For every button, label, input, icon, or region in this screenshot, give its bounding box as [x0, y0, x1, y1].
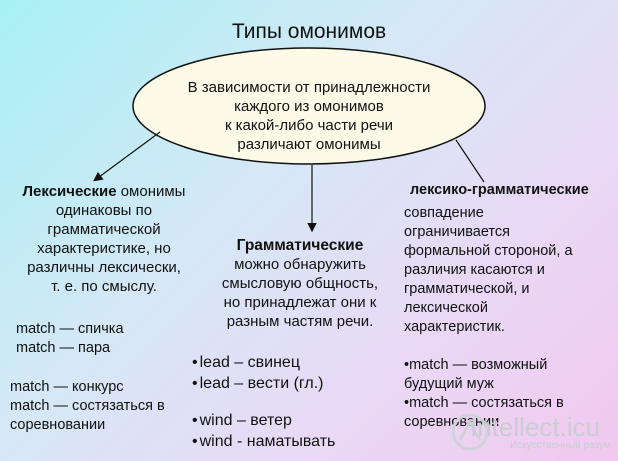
lexgram-example-cont-text: будущий муж	[404, 376, 494, 392]
ellipse-line: каждого из омонимов	[234, 98, 384, 115]
grammatical-heading-text: Грамматические	[236, 237, 364, 254]
spacer	[192, 394, 335, 410]
grammatical-example: lead – вести (гл.)	[192, 373, 335, 394]
lexical-line: одинаковы по	[55, 202, 153, 219]
watermark-logo-icon	[451, 413, 489, 451]
lexical-example: match — спичка	[16, 321, 124, 337]
lexical-line: т. е. по смыслу.	[51, 278, 157, 295]
lexical-line: различны лексически,	[27, 259, 181, 276]
lexical-example: match — пара	[16, 340, 111, 356]
lexical-heading-rest: омонимы	[116, 183, 186, 200]
lexical-examples-b: match — конкурс match — состязаться в со…	[10, 378, 165, 435]
grammatical-line: можно обнаружить	[234, 256, 366, 273]
grammatical-example: wind - наматывать	[192, 431, 336, 452]
lexical-examples-a: match — спичка match — пара	[16, 320, 124, 358]
lexgram-example: match — состязаться в	[404, 394, 614, 413]
lexgram-examples: match — возможный будущий муж match — со…	[404, 356, 614, 432]
line-to-lexgram	[455, 139, 485, 183]
page-title: Типы омонимов	[231, 20, 387, 43]
grammatical-heading: Грамматические	[212, 236, 388, 255]
lexgram-example: match — возможный	[404, 356, 614, 375]
lexical-line: характеристике, но	[37, 240, 171, 257]
lexical-block: Лексические омонимы одинаковы по граммат…	[6, 182, 202, 296]
lexgram-example-cont-text: соревновании	[404, 414, 500, 430]
grammatical-line: разным частям речи.	[226, 313, 374, 330]
grammatical-examples: lead – свинец lead – вести (гл.) wind – …	[192, 352, 336, 452]
central-ellipse	[132, 47, 486, 165]
lexgram-line: совпадение	[404, 205, 484, 221]
lexgram-line: грамматической, и	[404, 281, 530, 297]
lexical-example: match — конкурс	[10, 379, 124, 395]
lexical-heading: Лексические омонимы	[6, 182, 202, 201]
grammatical-line: но принадлежат они к	[223, 294, 377, 311]
lexgram-example-cont: будущий муж	[404, 375, 614, 394]
ellipse-text: В зависимости от принадлежности каждого …	[170, 78, 448, 154]
watermark-sub: Искусственный разум	[510, 440, 611, 451]
lexgram-line: ограничивается	[404, 224, 511, 240]
lexgram-example-cont: соревновании	[404, 413, 614, 432]
lexical-line: грамматической	[47, 221, 161, 238]
grammatical-example: wind – ветер	[192, 410, 335, 431]
grammatical-line: смысловую общность,	[221, 275, 379, 292]
lexgram-line: различия касаются и	[404, 262, 545, 278]
arrow-to-lexical	[93, 131, 161, 182]
lexgram-description: совпадение ограничивается формальной сто…	[404, 204, 608, 337]
grammatical-example: lead – свинец	[192, 352, 335, 373]
lexgram-heading: лексико-грамматические	[410, 182, 589, 198]
lexical-example: соревновании	[10, 417, 106, 433]
ellipse-line: различают омонимы	[237, 136, 381, 153]
grammatical-block: Грамматические можно обнаружить смыслову…	[212, 236, 388, 331]
ellipse-line: к какой-либо части речи	[224, 117, 394, 134]
ellipse-line: В зависимости от принадлежности	[187, 79, 431, 96]
watermark-brand: Intellect.icu	[470, 412, 601, 442]
lexical-heading-bold: Лексические	[22, 183, 117, 200]
lexgram-line: формальной стороной, а	[404, 243, 573, 259]
lexgram-line: лексической	[404, 300, 488, 316]
lexical-example: match — состязаться в	[10, 398, 165, 414]
lexgram-line: характеристик.	[404, 319, 505, 335]
